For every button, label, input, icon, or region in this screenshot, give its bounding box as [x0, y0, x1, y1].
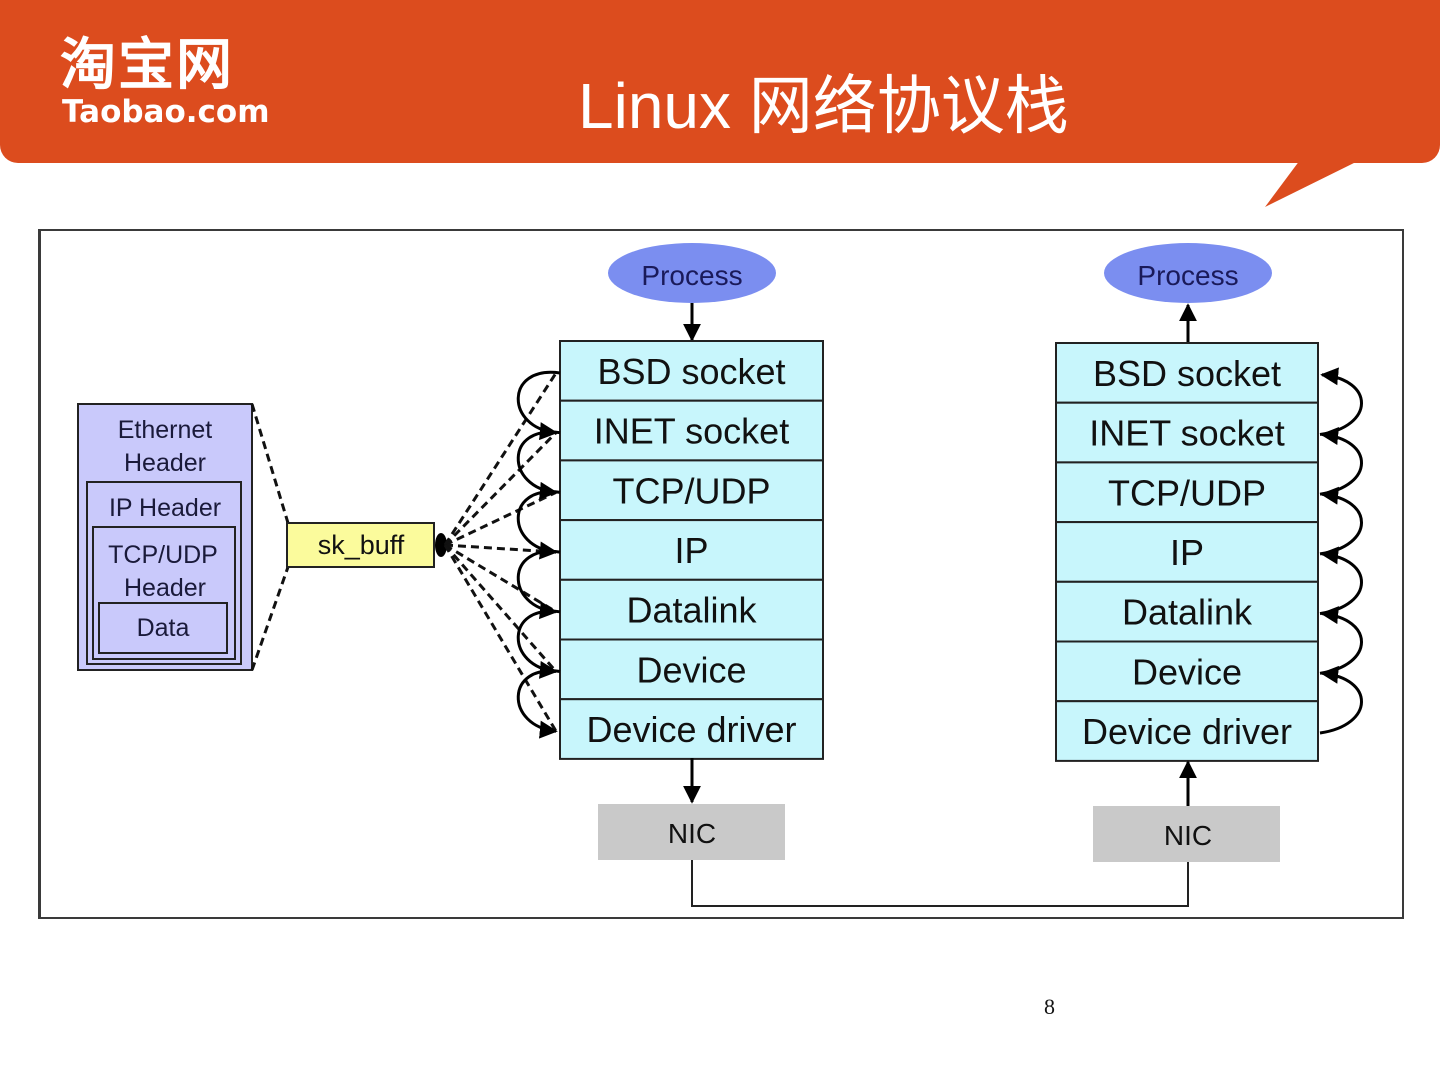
- skbuff-fanout-line: [443, 431, 558, 547]
- receiver-nic-box: [1093, 806, 1280, 862]
- skbuff-fanout-line: [444, 543, 557, 554]
- sender-layer-device: [559, 638, 824, 701]
- sender-layer-label: Device driver: [586, 709, 796, 750]
- receiver-process-node: [1104, 243, 1272, 303]
- nic-network-link: [691, 860, 1189, 907]
- sender-nic-box: [598, 804, 785, 860]
- tcpudp-label-line2: Header: [124, 574, 206, 602]
- page-number: 8: [1044, 994, 1055, 1019]
- sender-layer-ip: [559, 519, 824, 581]
- receiver-layer-device: [1055, 640, 1319, 703]
- receiver-loop-arrow: [1319, 665, 1363, 735]
- slide-title: Linux 网络协议栈: [578, 70, 1069, 142]
- skbuff-box: [286, 522, 435, 568]
- skbuff-fanout-line: [443, 372, 558, 546]
- taobao-logo-english: Taobao.com: [62, 94, 270, 130]
- sender-process-node: [608, 243, 776, 303]
- data-label: Data: [137, 614, 190, 642]
- sender-loop-arrow: [516, 609, 561, 679]
- sender-loop-arrow: [516, 430, 561, 500]
- data-box: [98, 602, 228, 654]
- sender-loop-arrow: [516, 370, 561, 441]
- receiver-loop-arrow: [1319, 367, 1363, 436]
- receiver-loop-arrow: [1319, 486, 1363, 556]
- packet-to-skbuff-line-bottom: [250, 566, 290, 671]
- receiver-layer-inet-socket: [1055, 401, 1319, 464]
- sender-layer-label: Device: [636, 649, 746, 690]
- sender-loop-arrow: [516, 669, 561, 739]
- header-callout-tail: [1265, 160, 1360, 207]
- receiver-layer-label: BSD socket: [1093, 353, 1281, 394]
- sender-loop-arrow: [516, 549, 561, 620]
- receiver-layer-label: TCP/UDP: [1108, 472, 1266, 513]
- sender-layer-loops: [516, 370, 561, 739]
- ethernet-label-line2: Header: [124, 449, 206, 477]
- sender-process-label: Process: [641, 260, 742, 291]
- sender-layer-label: Datalink: [626, 590, 757, 631]
- skbuff-fanout-line: [444, 491, 557, 547]
- receiver-layer-bsd-socket: [1055, 342, 1319, 404]
- taobao-logo-chinese: 淘宝网: [60, 33, 234, 98]
- sender-layer-label: INET socket: [594, 411, 789, 452]
- header-band: [0, 0, 1440, 163]
- receiver-layer-loops: [1319, 367, 1363, 735]
- skbuff-label: sk_buff: [318, 530, 405, 560]
- receiver-nic-label: NIC: [1164, 820, 1212, 851]
- receiver-layer-label: Device: [1132, 651, 1242, 692]
- ip-header-label: IP Header: [109, 494, 221, 522]
- receiver-layer-tcp-udp: [1055, 461, 1319, 524]
- sender-layer-device-driver: [559, 698, 824, 760]
- sender-layer-label: IP: [674, 530, 708, 571]
- ethernet-label-line1: Ethernet: [118, 416, 213, 444]
- sender-loop-arrow: [516, 490, 561, 560]
- sender-layer-inet-socket: [559, 399, 824, 462]
- receiver-layer-device-driver: [1055, 700, 1319, 762]
- receiver-process-label: Process: [1137, 260, 1238, 291]
- skbuff-fanout-line: [443, 544, 558, 732]
- receiver-layer-label: Device driver: [1082, 711, 1292, 752]
- sender-layer-datalink: [559, 578, 824, 641]
- packet-structure: Ethernet Header IP Header TCP/UDP Header…: [77, 403, 253, 671]
- sender-layer-label: BSD socket: [597, 351, 785, 392]
- skbuff-fanout-line: [443, 544, 558, 673]
- receiver-loop-arrow: [1319, 606, 1363, 675]
- skbuff-fanout-line: [444, 543, 557, 614]
- sender-layer-label: TCP/UDP: [612, 470, 770, 511]
- receiver-loop-arrow: [1319, 427, 1363, 496]
- packet-to-skbuff-line-top: [250, 403, 290, 524]
- receiver-loop-arrow: [1319, 546, 1363, 616]
- receiver-layer-label: IP: [1170, 532, 1204, 573]
- skbuff-connector-hub: [435, 533, 447, 557]
- tcpudp-label-line1: TCP/UDP: [108, 541, 218, 569]
- receiver-layer-label: Datalink: [1122, 592, 1253, 633]
- sender-layer-bsd-socket: [559, 340, 824, 402]
- skbuff-fanout-lines: [443, 372, 558, 732]
- sender-nic-label: NIC: [668, 818, 716, 849]
- receiver-layer-label: INET socket: [1089, 413, 1284, 454]
